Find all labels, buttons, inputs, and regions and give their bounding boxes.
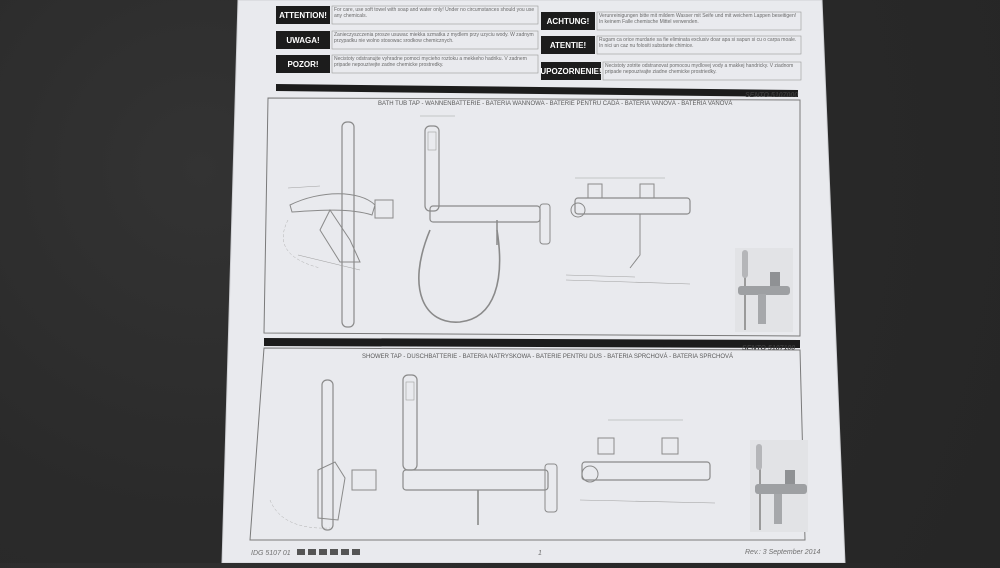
bath-front-view-drawing	[418, 115, 551, 323]
bath-top-view-drawing	[565, 177, 691, 285]
shower-front-view-drawing	[402, 374, 558, 525]
warning-text: Zanieczyszczenia prosze usuwac miekka sz…	[334, 32, 534, 44]
product-code: SENTO 5107100	[742, 345, 795, 352]
revision-date: Rev.: 3 September 2014	[745, 549, 820, 556]
warning-text: Rugam ca orice murdarie sa fie eliminata…	[599, 37, 797, 49]
warning-text: Necistoty odstranujte vyhradne pomoci my…	[334, 56, 527, 68]
warning-text: Necistoty zotrite odstranovat pomocou my…	[605, 63, 794, 75]
product-code: SENTO 5107000	[745, 92, 798, 99]
section-title: SHOWER TAP - DUSCHBATTERIE - BATERIA NAT…	[362, 353, 733, 360]
section-frame	[249, 347, 806, 541]
warning-text: For care, use soft towel with soap and w…	[334, 7, 535, 19]
section-header-bar	[276, 84, 798, 97]
warning-label: ACHTUNG!	[547, 17, 590, 26]
shower-top-view-drawing	[579, 419, 716, 504]
bath-side-view-drawing	[283, 121, 394, 328]
warning-label: UWAGA!	[286, 36, 319, 45]
flag-icons	[297, 549, 360, 555]
warning-text: Verunreinigungen bitte mit mildem Wasser…	[599, 13, 797, 25]
warning-label-box	[276, 6, 330, 24]
warning-label: UPOZORNENIE!	[540, 67, 601, 76]
section-title: BATH TUB TAP - WANNENBATTERIE - BATERIA …	[378, 100, 732, 107]
warnings-grid: ATTENTION! For care, use soft towel with…	[276, 5, 802, 81]
page-number: 1	[538, 550, 542, 557]
page-footer: IDG 5107 01 1 Rev.: 3 September 2014	[251, 549, 820, 557]
warning-label: ATENTIE!	[550, 41, 586, 50]
section-bath-tub-tap: SENTO 5107000 BATH TUB TAP - WANNENBATTE…	[263, 84, 801, 337]
warning-label: ATTENTION!	[279, 11, 327, 20]
section-shower-tap: SENTO 5107100 SHOWER TAP - DUSCHBATTERIE…	[249, 338, 808, 541]
document-id: IDG 5107 01	[251, 550, 291, 557]
section-frame	[263, 97, 801, 337]
warning-label: POZOR!	[287, 60, 318, 69]
section-header-bar	[264, 338, 800, 348]
paper-sheet	[222, 0, 845, 563]
bath-tap-photo	[735, 248, 793, 332]
shower-tap-photo	[750, 440, 808, 532]
shower-side-view-drawing	[269, 379, 377, 531]
